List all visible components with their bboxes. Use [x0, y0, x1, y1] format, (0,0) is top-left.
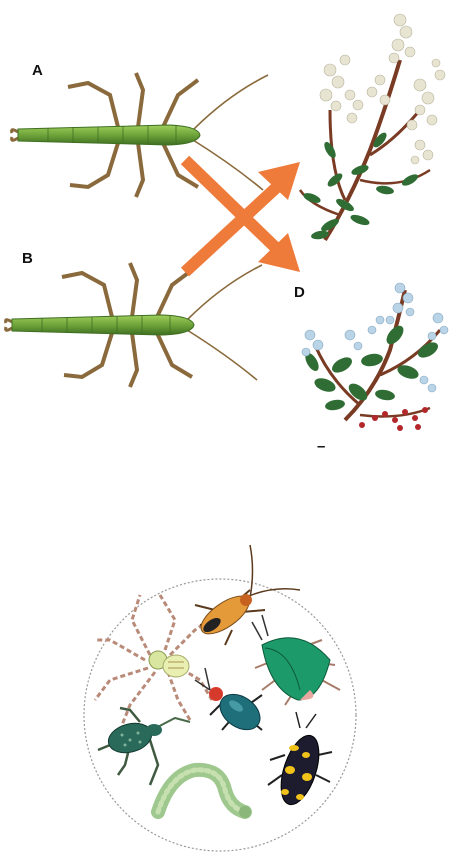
stick-insect-a-icon [12, 73, 268, 197]
stick-insect-b-icon [6, 263, 262, 387]
white-flower-shrub-icon [300, 14, 445, 241]
leaf-beetle-icon [195, 668, 267, 737]
inchworm-icon [158, 770, 251, 818]
shield-bug-icon [252, 615, 340, 705]
crossing-arrows-icon [185, 160, 300, 272]
blue-flower-shrub-icon [302, 283, 448, 431]
spider-icon [95, 595, 212, 725]
soldier-beetle-icon [195, 545, 300, 645]
spotted-beetle-icon [268, 712, 332, 809]
